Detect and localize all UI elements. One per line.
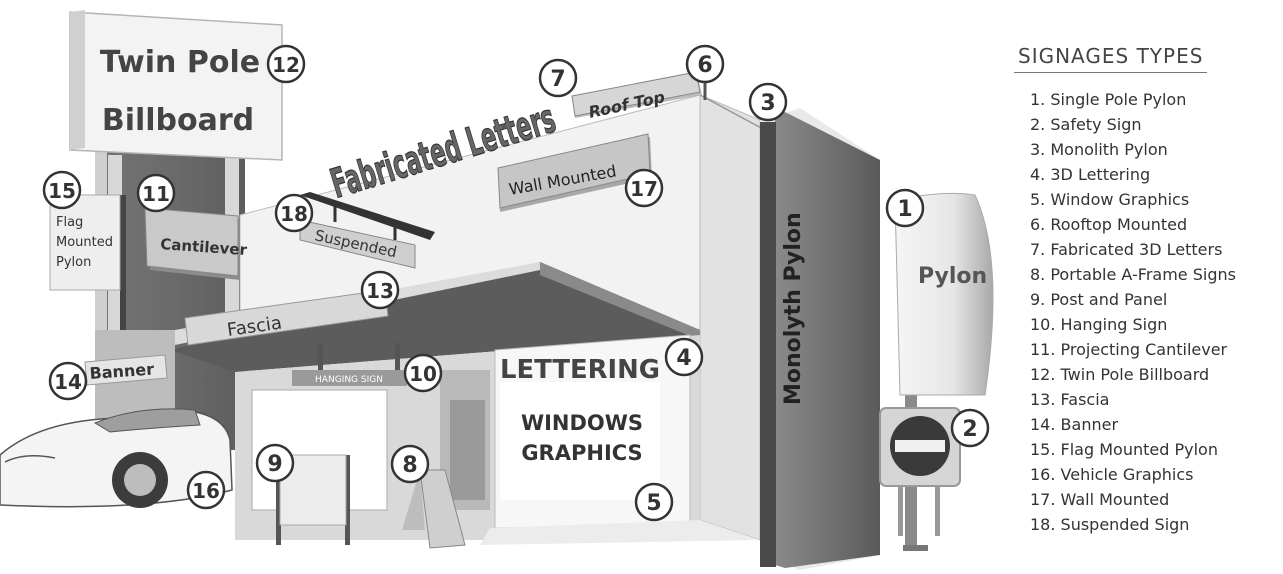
marker-8: 8	[390, 444, 430, 484]
marker-7: 7	[538, 58, 578, 98]
fascia-sign: Fascia	[184, 289, 389, 346]
marker-12: 12	[266, 44, 306, 84]
svg-text:11: 11	[142, 182, 170, 206]
legend-item: 7. Fabricated 3D Letters	[1030, 240, 1223, 259]
legend-item: 2. Safety Sign	[1030, 115, 1142, 134]
svg-text:1: 1	[897, 197, 912, 222]
legend-item: 14. Banner	[1030, 415, 1119, 434]
suspended-sign: Suspended	[299, 192, 435, 269]
svg-text:5: 5	[646, 491, 661, 516]
building-side	[699, 94, 761, 541]
svg-text:12: 12	[272, 53, 300, 77]
signage-types-legend: SIGNAGES TYPES 1. Single Pole Pylon 2. Sa…	[1010, 44, 1280, 537]
marker-17: 17	[624, 168, 664, 208]
legend-item: 3. Monolith Pylon	[1030, 140, 1168, 159]
single-pole-pylon: Pylon	[894, 192, 994, 551]
billboard-label-line2: Billboard	[102, 103, 254, 138]
flag-label-line2: Mounted	[56, 235, 113, 250]
markers: 1 2 3 4 5 6 7 8 9 10 11 12 13 14 15 16 1…	[42, 44, 990, 522]
legend-item: 6. Rooftop Mounted	[1030, 215, 1188, 234]
post-and-panel	[276, 454, 350, 545]
legend-item: 17. Wall Mounted	[1030, 490, 1170, 509]
marker-9: 9	[255, 443, 295, 483]
legend-item: 13. Fascia	[1030, 390, 1110, 409]
cantilever-sign: Cantilever	[144, 207, 248, 280]
monolith-label: Monolyth Pylon	[781, 212, 806, 405]
flag-mounted-pylon: Flag Mounted Pylon	[49, 194, 126, 330]
legend-item: 15. Flag Mounted Pylon	[1030, 440, 1218, 459]
signage-diagram: Twin Pole Billboard Fabricated Letters R…	[0, 10, 994, 570]
flag-label-line3: Pylon	[56, 255, 91, 270]
svg-text:2: 2	[962, 417, 977, 442]
legend-item: 18. Suspended Sign	[1030, 515, 1190, 534]
marker-6: 6	[685, 44, 725, 84]
legend-item: 5. Window Graphics	[1030, 190, 1190, 209]
a-frame-sign	[402, 469, 466, 549]
flag-label-line1: Flag	[56, 215, 83, 230]
marker-10: 10	[403, 353, 443, 393]
marker-16: 16	[186, 470, 226, 510]
windows-graphics: WINDOWS GRAPHICS	[500, 382, 660, 500]
legend-item: 12. Twin Pole Billboard	[1030, 365, 1210, 384]
svg-text:10: 10	[409, 362, 437, 386]
monolith-pylon: Monolyth Pylon	[760, 108, 880, 570]
banner-label: Banner	[89, 360, 155, 383]
legend-item: 1. Single Pole Pylon	[1030, 90, 1187, 109]
legend-item: 4. 3D Lettering	[1030, 165, 1151, 184]
marker-11: 11	[136, 173, 176, 213]
svg-text:16: 16	[192, 479, 220, 503]
rooftop-sign: Roof Top	[571, 71, 707, 122]
marker-3: 3	[748, 82, 788, 122]
marker-2: 2	[950, 408, 990, 448]
svg-text:3: 3	[760, 91, 775, 116]
svg-text:14: 14	[54, 370, 82, 394]
hanging-label: HANGING SIGN	[315, 375, 383, 385]
banner-sign: Banner	[84, 354, 168, 386]
legend-item: 10. Hanging Sign	[1030, 315, 1168, 334]
vehicle-graphics	[0, 408, 233, 508]
svg-text:15: 15	[48, 179, 76, 203]
marker-13: 13	[360, 270, 400, 310]
safety-sign	[879, 407, 961, 536]
pylon-label: Pylon	[918, 264, 987, 289]
marker-15: 15	[42, 170, 82, 210]
legend-item: 16. Vehicle Graphics	[1030, 465, 1194, 484]
svg-text:17: 17	[630, 177, 658, 201]
billboard-label-line1: Twin Pole	[100, 45, 260, 80]
marker-5: 5	[634, 482, 674, 522]
legend-title: SIGNAGES TYPES	[1014, 44, 1208, 73]
marker-18: 18	[274, 193, 314, 233]
marker-4: 4	[664, 337, 704, 377]
legend-item: 11. Projecting Cantilever	[1030, 340, 1228, 359]
svg-text:4: 4	[676, 346, 691, 371]
svg-text:13: 13	[366, 279, 394, 303]
marker-1: 1	[885, 188, 925, 228]
svg-text:8: 8	[402, 453, 417, 478]
legend-item: 9. Post and Panel	[1030, 290, 1168, 309]
lettering-label: LETTERING	[500, 355, 660, 385]
marker-14: 14	[48, 361, 88, 401]
hanging-sign: HANGING SIGN	[292, 343, 407, 386]
windows-label-line1: WINDOWS	[521, 411, 643, 435]
legend-item: 8. Portable A-Frame Signs	[1030, 265, 1236, 284]
svg-text:6: 6	[697, 53, 712, 78]
svg-text:7: 7	[550, 67, 565, 92]
legend-list: 1. Single Pole Pylon 2. Safety Sign 3. Mon…	[1010, 87, 1280, 537]
windows-label-line2: GRAPHICS	[521, 441, 642, 465]
svg-text:9: 9	[267, 452, 282, 477]
svg-text:18: 18	[280, 202, 308, 226]
